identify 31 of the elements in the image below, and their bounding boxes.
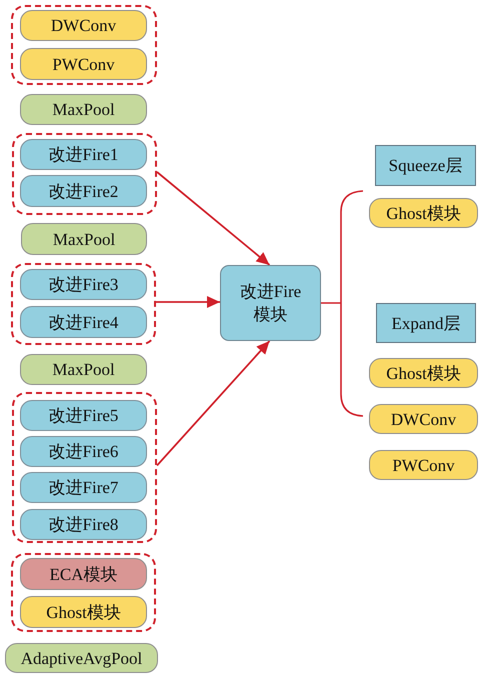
layer-pill: 改进Fire4 xyxy=(20,306,147,338)
layer-pill: Ghost模块 xyxy=(369,198,478,228)
layer-pill: ECA模块 xyxy=(20,558,147,590)
dashed-group-frame xyxy=(11,263,156,345)
layer-pill: DWConv xyxy=(369,404,478,434)
arrow xyxy=(156,340,270,466)
layer-pill: 改进Fire6 xyxy=(20,436,147,467)
layer-pill: 改进Fire3 xyxy=(20,269,147,300)
layer-pill: AdaptiveAvgPool xyxy=(5,643,158,673)
layer-pill: MaxPool xyxy=(20,94,147,125)
layer-pill: 改进Fire7 xyxy=(20,472,147,503)
layer-pill: PWConv xyxy=(20,48,147,80)
arrow xyxy=(156,171,270,266)
layer-pill: 改进Fire8 xyxy=(20,509,147,540)
layer-pill: MaxPool xyxy=(21,223,147,255)
layer-box: Expand层 xyxy=(376,303,476,343)
layer-pill: 改进Fire2 xyxy=(20,175,147,207)
dashed-group-frame xyxy=(12,133,157,215)
dashed-group-frame xyxy=(12,392,157,543)
module-box: 改进Fire模块 xyxy=(220,265,321,341)
arrow xyxy=(156,296,220,308)
layer-pill: MaxPool xyxy=(20,354,147,385)
layer-pill: Ghost模块 xyxy=(369,358,478,388)
dashed-group-frame xyxy=(11,5,157,85)
layer-pill: 改进Fire1 xyxy=(20,139,147,170)
layer-box: Squeeze层 xyxy=(375,145,476,186)
layer-pill: 改进Fire5 xyxy=(20,400,147,431)
layer-pill: Ghost模块 xyxy=(20,596,147,628)
layer-pill: DWConv xyxy=(20,10,147,41)
dashed-group-frame xyxy=(11,553,156,632)
layer-pill: PWConv xyxy=(369,450,478,480)
